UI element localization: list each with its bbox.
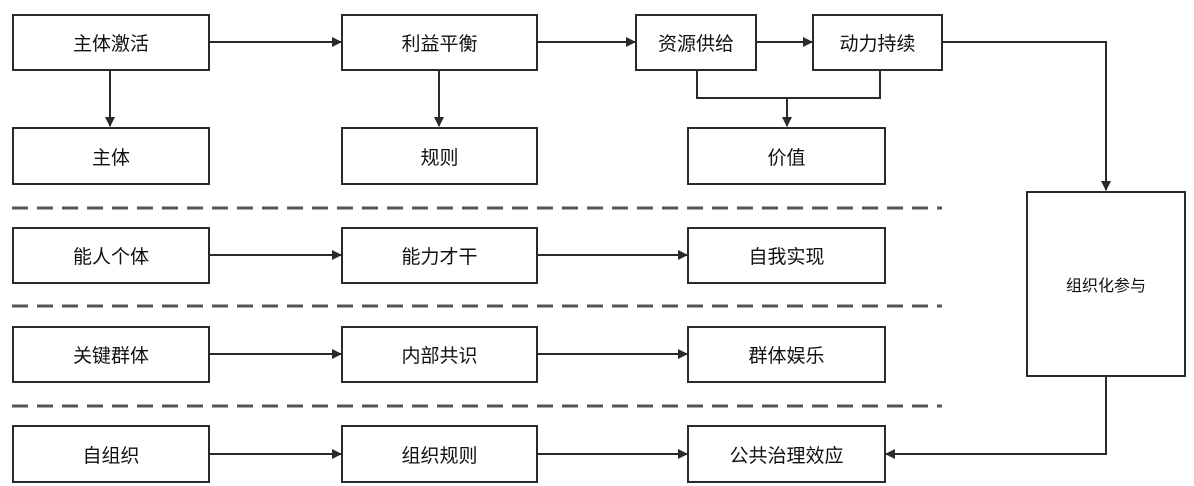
node-public-governance-effect: 公共治理效应 [687,425,886,483]
node-value: 价值 [687,127,886,185]
node-self-organization: 自组织 [12,425,210,483]
node-rules: 规则 [341,127,538,185]
node-sustained-motivation: 动力持续 [812,14,943,71]
node-internal-consensus: 内部共识 [341,326,538,383]
node-subject: 主体 [12,127,210,185]
node-subject-activation: 主体激活 [12,14,210,71]
node-ability-talent: 能力才干 [341,227,538,284]
node-organization-rules: 组织规则 [341,425,538,483]
node-group-entertainment: 群体娱乐 [687,326,886,383]
bracket-supply-motivation [696,71,881,99]
node-capable-individual: 能人个体 [12,227,210,284]
arrow-participation-to-effect [885,376,1107,459]
node-key-group: 关键群体 [12,326,210,383]
arrow-motivation-to-participation [943,41,1111,191]
node-resource-supply: 资源供给 [635,14,757,71]
node-self-realization: 自我实现 [687,227,886,284]
node-organized-participation: 组织化参与 [1026,191,1186,377]
node-interest-balance: 利益平衡 [341,14,538,71]
